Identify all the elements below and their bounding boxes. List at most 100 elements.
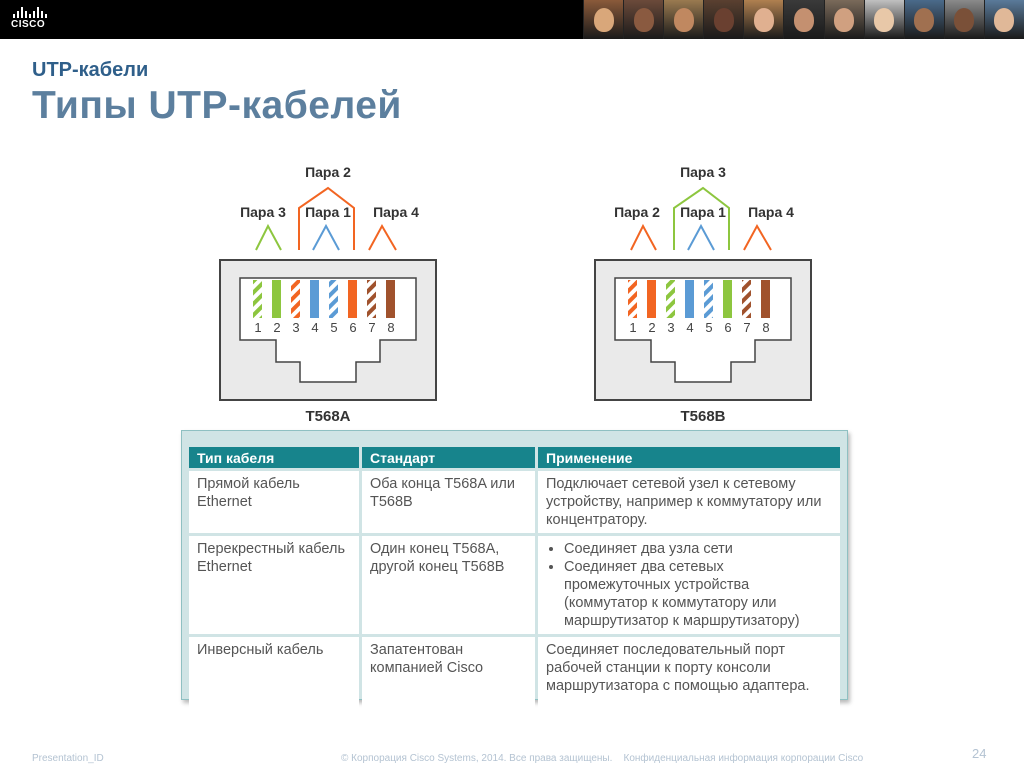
t568b-diagram: Пара 3 Пара 2 Пара 1 Пара 4 1 2 3 4 5 6 … — [594, 164, 812, 425]
t568b-pin2-wire — [647, 280, 656, 318]
cell-standard: Один конец T568A, другой конец T568B — [362, 536, 535, 634]
column-header-usage: Применение — [538, 447, 840, 468]
t568a-pin-number: 1 — [254, 320, 261, 335]
person-photo-icon — [874, 8, 895, 32]
t568a-pin4-wire — [310, 280, 319, 318]
t568a-pin-number: 5 — [330, 320, 337, 335]
cell-cable-type: Перекрестный кабель Ethernet — [189, 536, 359, 634]
page-number: 24 — [972, 746, 987, 761]
person-photo-icon — [713, 8, 734, 32]
t568b-pin6-wire — [723, 280, 732, 318]
footer-presentation-id: Presentation_ID — [32, 753, 104, 764]
person-photo-icon — [834, 8, 855, 32]
usage-bullet-list: Соединяет два узла сети Соединяет два се… — [546, 540, 832, 630]
t568b-pin1-wire — [628, 280, 637, 318]
t568a-pair4-arc — [368, 223, 397, 251]
t568b-pin-number: 7 — [743, 320, 750, 335]
t568a-label: T568A — [305, 408, 350, 425]
cell-usage: Подключает сетевой узел к сетевому устро… — [538, 471, 840, 533]
t568b-pin5-wire — [704, 280, 713, 318]
column-header-standard: Стандарт — [362, 447, 535, 468]
person-photo-icon — [914, 8, 935, 32]
t568a-pin-number: 6 — [349, 320, 356, 335]
t568a-pair-label-3: Пара 4 — [373, 204, 419, 220]
t568b-pin-number: 1 — [629, 320, 636, 335]
t568a-pair3-arc — [255, 223, 282, 251]
t568b-pair3-arc — [673, 186, 730, 250]
t568a-pin-number: 8 — [387, 320, 394, 335]
usage-bullet-item: Соединяет два сетевых промежуточных устр… — [564, 558, 832, 630]
t568a-pair-label-1: Пара 3 — [240, 204, 286, 220]
t568b-top-pair-label: Пара 3 — [680, 164, 726, 180]
header-photo — [583, 0, 624, 39]
t568b-pair-label-1: Пара 2 — [614, 204, 660, 220]
t568a-pin8-wire — [386, 280, 395, 318]
cisco-logo: CISCO — [11, 7, 61, 35]
t568a-pin-number: 4 — [311, 320, 318, 335]
t568b-pin-number: 2 — [648, 320, 655, 335]
t568a-pair-label-2: Пара 1 — [305, 204, 351, 220]
cisco-logo-icon — [13, 7, 47, 18]
t568b-pin-number: 6 — [724, 320, 731, 335]
cable-types-table: Тип кабеля Стандарт Применение Прямой ка… — [181, 430, 848, 711]
t568b-pin-number: 4 — [686, 320, 693, 335]
cell-standard: Запатентован компанией Cisco — [362, 637, 535, 711]
person-photo-icon — [673, 8, 694, 32]
t568a-pin-number: 3 — [292, 320, 299, 335]
t568b-pair-label-2: Пара 1 — [680, 204, 726, 220]
t568b-pin7-wire — [742, 280, 751, 318]
header-photo — [943, 0, 984, 39]
t568b-pin-number: 3 — [667, 320, 674, 335]
t568a-pair1-arc — [312, 223, 340, 251]
photo-strip — [583, 0, 1024, 39]
header-photo — [903, 0, 944, 39]
t568a-pin6-wire — [348, 280, 357, 318]
t568b-pair2-arc — [630, 223, 657, 251]
header-photo — [623, 0, 664, 39]
slide-subtitle: UTP-кабели — [32, 59, 149, 81]
person-photo-icon — [994, 8, 1015, 32]
t568a-pin-number: 7 — [368, 320, 375, 335]
table-row: Перекрестный кабель Ethernet Один конец … — [189, 536, 840, 634]
header-photo — [783, 0, 824, 39]
t568b-pin-number: 5 — [705, 320, 712, 335]
t568a-top-pair-label: Пара 2 — [305, 164, 351, 180]
t568a-pin2-wire — [272, 280, 281, 318]
cell-cable-type: Прямой кабель Ethernet — [189, 471, 359, 533]
header-bar: CISCO — [0, 0, 1024, 39]
table-header-row: Тип кабеля Стандарт Применение — [189, 447, 840, 468]
table-row: Прямой кабель Ethernet Оба конца T568A и… — [189, 471, 840, 533]
footer-copyright: © Корпорация Cisco Systems, 2014. Все пр… — [341, 753, 864, 764]
t568a-pin3-wire — [291, 280, 300, 318]
t568a-diagram: Пара 2 Пара 3 Пара 1 Пара 4 1 2 3 4 5 6 … — [219, 164, 437, 425]
t568b-label: T568B — [680, 408, 725, 425]
table-row: Инверсный кабель Запатентован компанией … — [189, 637, 840, 711]
logo-text: CISCO — [11, 19, 46, 30]
pinout-diagram: Пара 2 Пара 3 Пара 1 Пара 4 1 2 3 4 5 6 … — [219, 164, 812, 425]
usage-bullet-item: Соединяет два узла сети — [564, 540, 832, 558]
header-photo — [703, 0, 744, 39]
t568b-pair1-arc — [687, 223, 715, 251]
cell-usage: Соединяет последовательный порт рабочей … — [538, 637, 840, 711]
person-photo-icon — [593, 8, 614, 32]
person-photo-icon — [794, 8, 815, 32]
slide-title: Типы UTP-кабелей — [32, 84, 402, 127]
header-photo — [743, 0, 784, 39]
cell-usage: Соединяет два узла сети Соединяет два се… — [538, 536, 840, 634]
t568b-pin3-wire — [666, 280, 675, 318]
header-photo — [663, 0, 704, 39]
person-photo-icon — [753, 8, 774, 32]
header-photo — [863, 0, 904, 39]
header-photo — [983, 0, 1024, 39]
cell-cable-type: Инверсный кабель — [189, 637, 359, 711]
person-photo-icon — [633, 8, 654, 32]
person-photo-icon — [954, 8, 975, 32]
header-photo — [823, 0, 864, 39]
t568b-pair4-arc — [743, 223, 772, 251]
t568a-pin5-wire — [329, 280, 338, 318]
t568b-pin4-wire — [685, 280, 694, 318]
t568b-pin-number: 8 — [762, 320, 769, 335]
t568b-pin8-wire — [761, 280, 770, 318]
cell-standard: Оба конца T568A или T568B — [362, 471, 535, 533]
t568b-pair-label-3: Пара 4 — [748, 204, 794, 220]
